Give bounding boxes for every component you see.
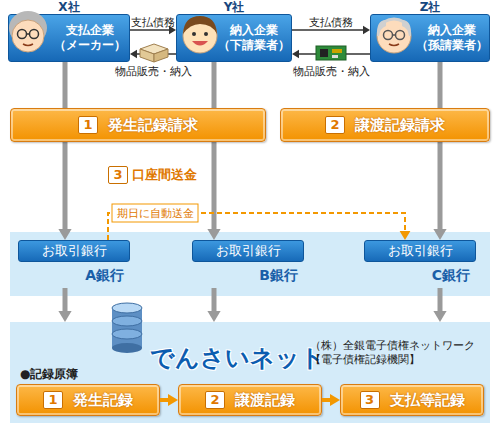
bank-role: お取引銀行: [365, 241, 475, 261]
record-label: 支払等記録: [390, 391, 465, 410]
arrow-head: [363, 26, 370, 34]
record-label: 発生記録: [73, 391, 133, 410]
bank-role: お取引銀行: [193, 241, 303, 261]
edge-label: 支払債務: [131, 15, 175, 30]
registry-band: でんさいネット（株）全銀電子債権ネットワーク 【電子債権記録機関】 ●記録原簿 1発…: [10, 322, 490, 423]
company-name: Z社: [370, 0, 490, 14]
connector-line: [292, 29, 364, 31]
arrow-head: [433, 311, 446, 322]
connector-line: [63, 62, 68, 231]
connector-line: [298, 53, 370, 55]
company-node: 納入企業 （孫請業者） Z社: [370, 0, 490, 62]
circuit-board-icon: [316, 46, 346, 60]
arrow-head: [58, 229, 71, 240]
bank-node: お取引銀行 A銀行: [18, 240, 130, 288]
edge-label: 支払債務: [309, 15, 353, 30]
arrow-head: [292, 50, 299, 58]
flow-arrow: [207, 62, 220, 240]
transfer-label: 口座間送金: [132, 166, 197, 184]
arrow-head: [207, 229, 220, 240]
request-band: 2 譲渡記録請求: [280, 108, 490, 142]
company-box: 納入企業 （下請業者）: [176, 14, 292, 62]
arrow-head: [58, 311, 71, 322]
company-role: 納入企業 （孫請業者）: [416, 23, 488, 53]
request-band: 1 発生記録請求: [10, 108, 266, 142]
organization-name: （株）全銀電子債権ネットワーク 【電子債権記録機関】: [310, 339, 486, 367]
bank-name: B銀行: [192, 267, 304, 285]
bank-box: お取引銀行: [192, 240, 304, 262]
relation-arrow: [130, 50, 176, 58]
request-label: 譲渡記録請求: [355, 116, 445, 135]
step-number: 3: [360, 391, 380, 409]
company-name: X社: [8, 0, 130, 14]
company-role: 支払企業 （メーカー）: [53, 23, 127, 53]
bank-name: C銀行: [364, 267, 476, 285]
edge-label: 期日に自動送金: [112, 204, 199, 223]
company-box: 納入企業 （孫請業者）: [370, 14, 490, 62]
bank-box: お取引銀行: [18, 240, 130, 262]
record-box: 2 譲渡記録: [178, 384, 322, 416]
edge-label: 物品販売・納入: [115, 64, 192, 79]
record-box: 1 発生記録: [16, 384, 160, 416]
bank-node: お取引銀行 C銀行: [364, 240, 476, 288]
step-number: 2: [205, 391, 225, 409]
relation-arrow: [292, 50, 370, 58]
connector-line: [212, 62, 217, 231]
company-node: 納入企業 （下請業者） Y社: [176, 0, 292, 62]
bank-role: お取引銀行: [19, 241, 129, 261]
connector-line: [438, 62, 443, 231]
connector-line: [212, 288, 217, 313]
company-name: Y社: [176, 0, 292, 14]
edge-label: 物品販売・納入: [293, 64, 370, 79]
company-box: 支払企業 （メーカー）: [8, 14, 130, 62]
bank-band-fill: [10, 232, 490, 296]
company-node: 支払企業 （メーカー） X社: [8, 0, 130, 62]
connector-line: [130, 29, 170, 31]
arrow-head: [130, 50, 137, 58]
company-role: 納入企業 （下請業者）: [218, 23, 290, 53]
step-number: 1: [78, 116, 98, 134]
record-box: 3 支払等記録: [340, 384, 484, 416]
flow-arrow: [207, 288, 220, 322]
bank-name: A銀行: [18, 267, 130, 285]
step-number: 2: [325, 116, 345, 134]
record-label: 譲渡記録: [235, 391, 295, 410]
flow-arrow: [58, 62, 71, 240]
flow-arrow: [433, 288, 446, 322]
connector-line: [136, 53, 176, 55]
step-number: 1: [43, 391, 63, 409]
goods-box-icon: [140, 44, 168, 62]
arrow-head: [433, 229, 446, 240]
register-label: ●記録原簿: [20, 366, 78, 383]
connector-line: [438, 288, 443, 313]
bank-node: お取引銀行 B銀行: [192, 240, 304, 288]
arrow-head: [400, 231, 411, 240]
flow-arrow: [433, 62, 446, 240]
bank-box: お取引銀行: [364, 240, 476, 262]
connector-line: [63, 288, 68, 313]
request-label: 発生記録請求: [108, 116, 198, 135]
arrow-head: [207, 311, 220, 322]
service-logo: でんさいネット: [150, 342, 325, 374]
flow-arrow: [58, 288, 71, 322]
callout-number: 3: [108, 166, 128, 184]
